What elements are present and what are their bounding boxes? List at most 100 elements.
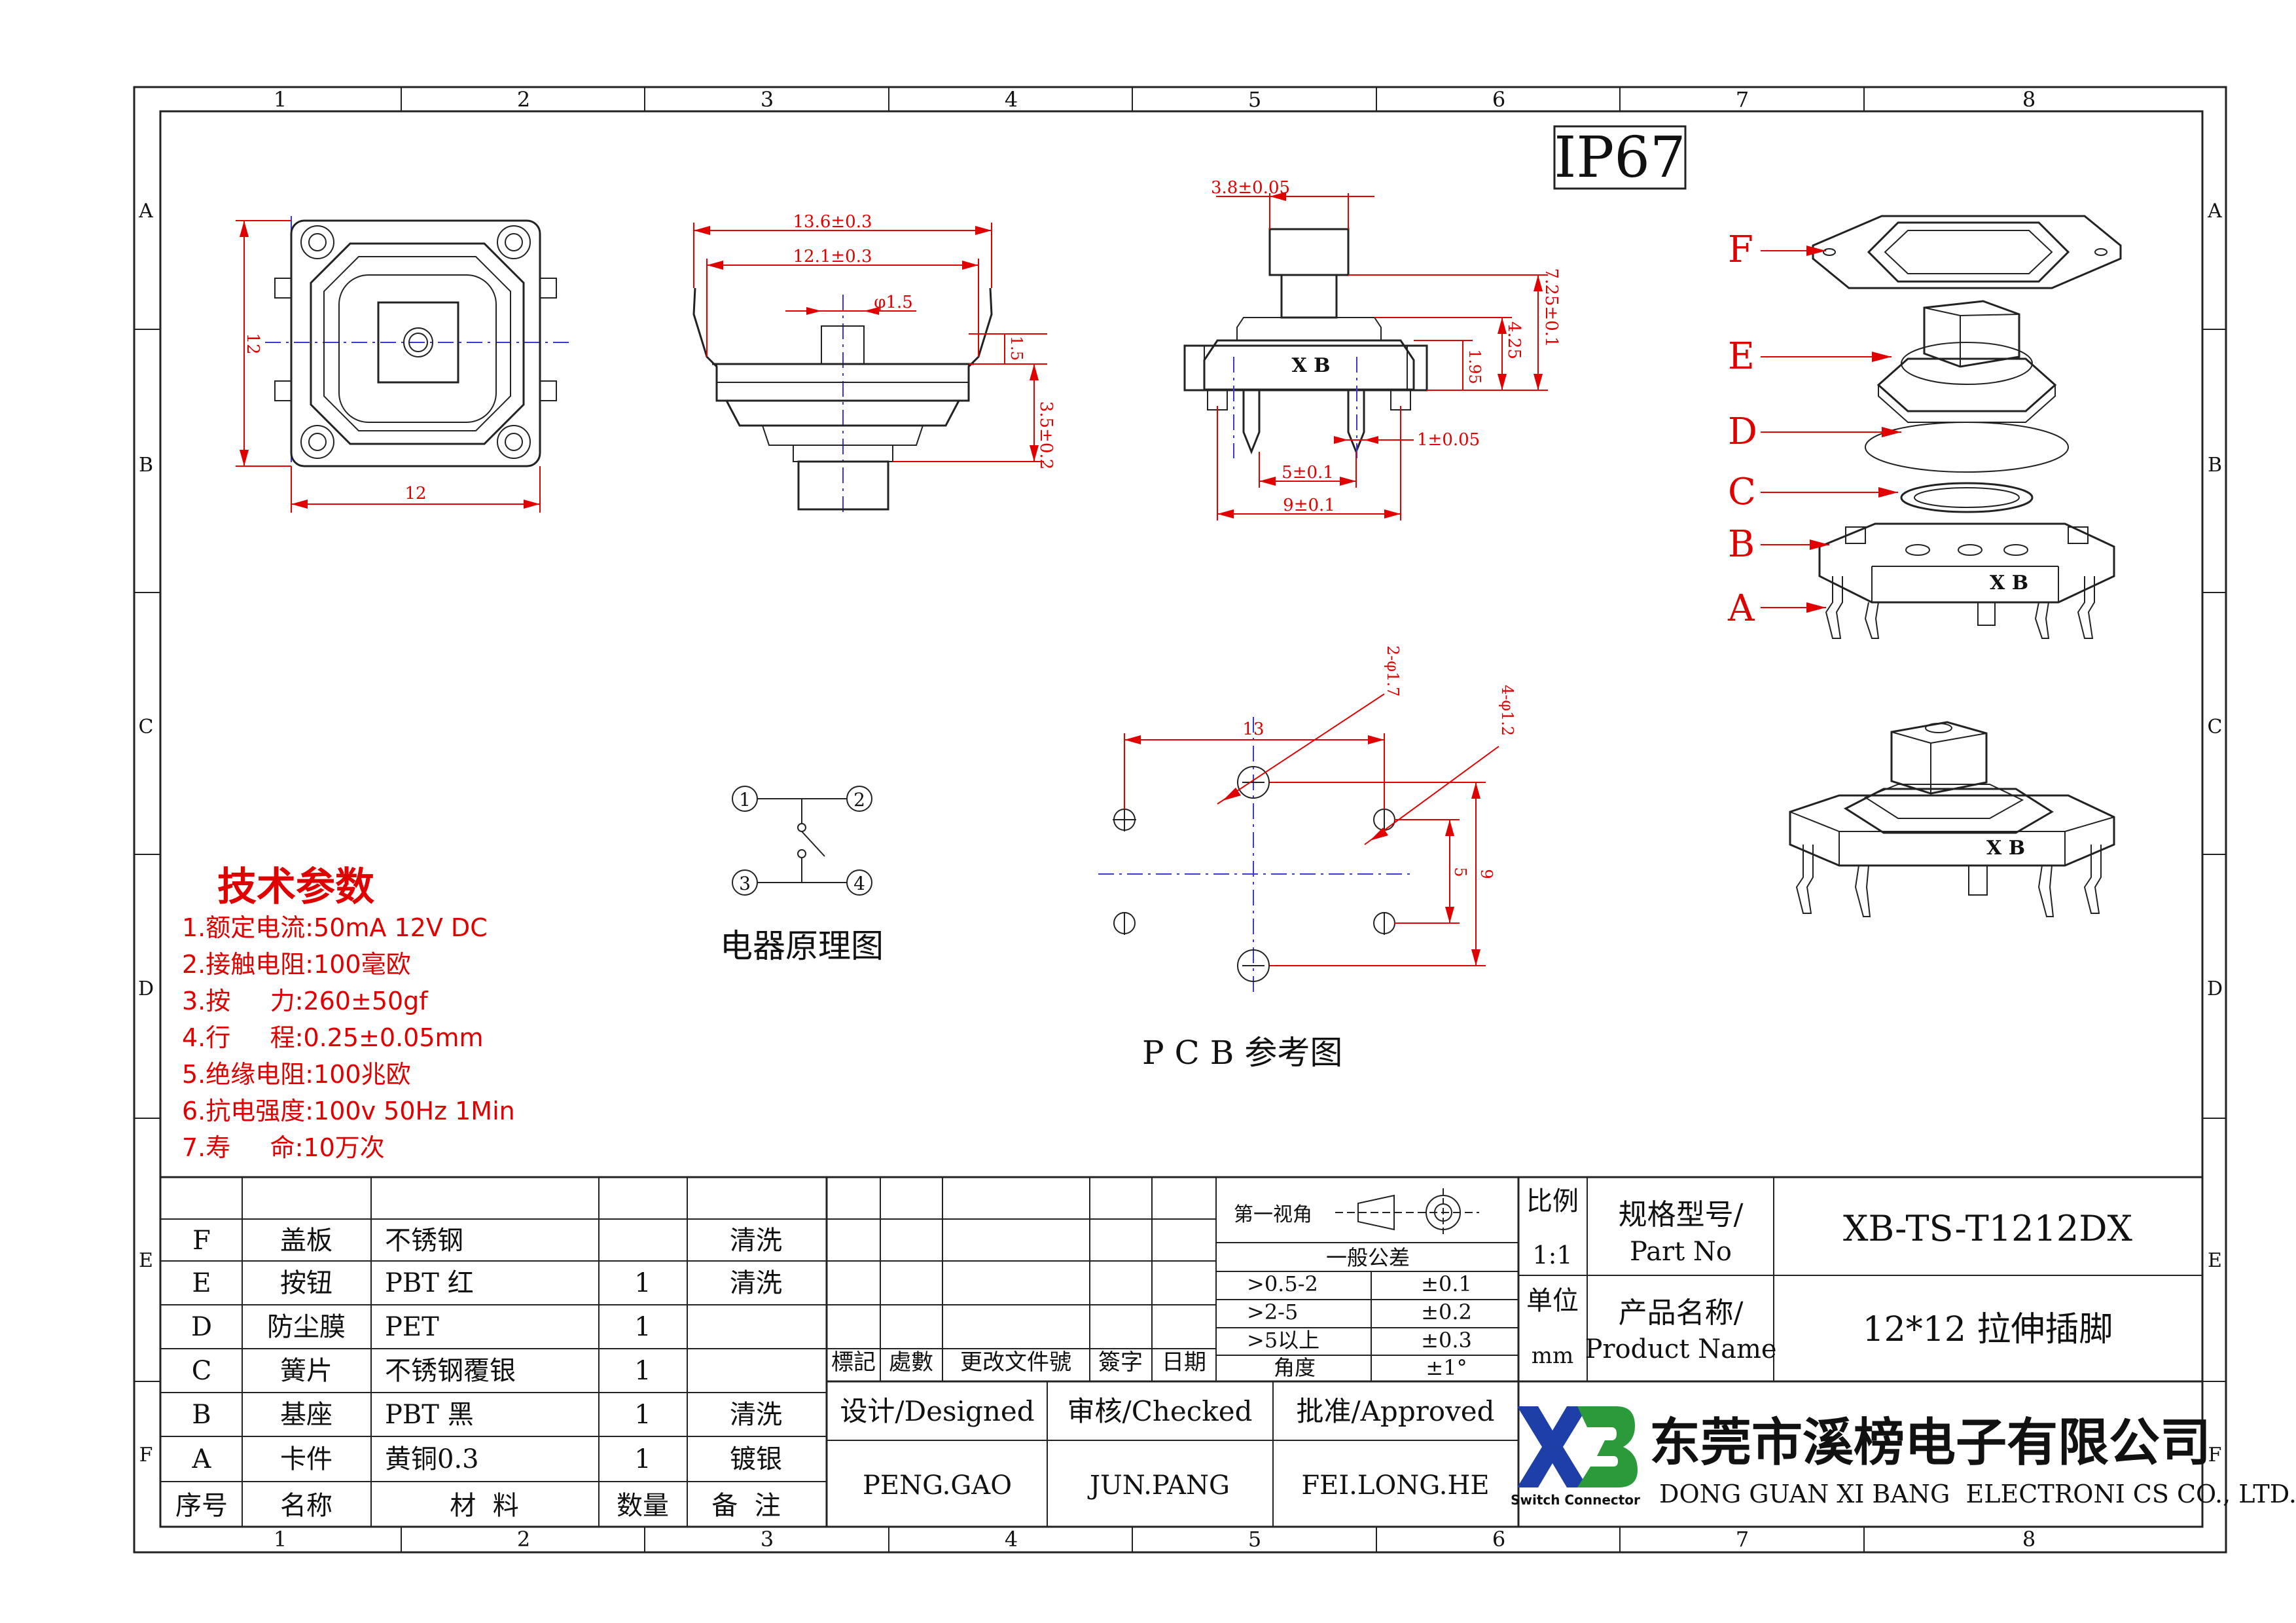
svg-text:E: E xyxy=(192,1268,211,1298)
top-view: 12 12 xyxy=(236,216,573,513)
exploded-label-a: A xyxy=(1727,587,1826,630)
grid-rows-right: A B C D E F xyxy=(2202,200,2226,1467)
ip67-badge: IP67 xyxy=(1553,125,1687,191)
svg-text:卡件: 卡件 xyxy=(280,1444,332,1474)
rev-header-sign: 簽字 xyxy=(1098,1349,1143,1376)
side-dim-5: 5±0.1 xyxy=(1282,463,1334,483)
svg-text:1: 1 xyxy=(634,1312,651,1342)
bom-header-remark: 备 注 xyxy=(711,1491,780,1521)
side-dim-3-8: 3.8±0.05 xyxy=(1211,178,1290,198)
svg-text:D: D xyxy=(191,1312,212,1342)
svg-text:PBT 红: PBT 红 xyxy=(385,1268,474,1298)
designed-label: 设计/Designed xyxy=(840,1395,1034,1427)
grid-row-d: D xyxy=(138,977,154,1000)
grid-row-f-right: F xyxy=(2208,1444,2222,1467)
svg-text:按钮: 按钮 xyxy=(280,1268,332,1298)
spec-item-7: 7.寿 命:10万次 xyxy=(182,1133,385,1162)
grid-col-2-bottom: 2 xyxy=(517,1527,530,1552)
svg-text:基座: 基座 xyxy=(280,1400,332,1430)
svg-text:PBT 黑: PBT 黑 xyxy=(385,1400,474,1430)
schematic: 1 2 3 4 电器原理图 xyxy=(720,786,884,965)
svg-text:PET: PET xyxy=(385,1312,439,1342)
sheet-frame xyxy=(133,86,2227,1554)
grid-row-b: B xyxy=(139,454,153,477)
spec-item-4: 4.行 程:0.25±0.05mm xyxy=(182,1023,484,1052)
pin-2: 2 xyxy=(853,789,865,811)
product-label-en: Product Name xyxy=(1585,1334,1776,1364)
grid-col-4: 4 xyxy=(1005,87,1018,112)
bom-header-material: 材 料 xyxy=(450,1491,518,1521)
side-dim-1: 1±0.05 xyxy=(1417,430,1480,450)
spec-item-2: 2.接触电阻:100毫欧 xyxy=(182,950,411,979)
front-dim-3-5: 3.5±0.2 xyxy=(1036,401,1056,469)
exploded-label-b: B xyxy=(1728,523,1829,566)
grid-col-2: 2 xyxy=(517,87,530,112)
tolerance-title: 一般公差 xyxy=(1326,1245,1410,1270)
grid-col-5: 5 xyxy=(1248,87,1261,112)
svg-text:黄铜0.3: 黄铜0.3 xyxy=(385,1444,479,1474)
spec-item-3: 3.按 力:260±50gf xyxy=(182,987,429,1015)
company-name-cn: 东莞市溪榜电子有限公司 xyxy=(1649,1413,2211,1472)
part-no-value: XB-TS-T1212DX xyxy=(1843,1208,2132,1249)
svg-text:E: E xyxy=(1728,335,1755,378)
unit-label: 单位 xyxy=(1526,1286,1579,1316)
pcb-dim-13: 13 xyxy=(1242,720,1264,739)
front-dim-1-5: 1.5 xyxy=(1007,336,1026,361)
grid-columns-bottom: 1 2 3 4 5 6 7 8 xyxy=(274,1527,2036,1552)
pcb-dim-2phi: 2-φ1.7 xyxy=(1384,646,1402,697)
ip67-text: IP67 xyxy=(1554,125,1685,191)
svg-text:清洗: 清洗 xyxy=(730,1268,782,1298)
tol-value-4: ±1° xyxy=(1426,1355,1467,1380)
rev-header-count: 處數 xyxy=(889,1349,933,1376)
exploded-view: X B F E D C B xyxy=(1727,215,2122,639)
grid-col-6-bottom: 6 xyxy=(1492,1527,1505,1552)
pin-4: 4 xyxy=(853,873,865,894)
grid-rows-left: A B C D E F xyxy=(134,200,160,1467)
front-dim-phi: φ1.5 xyxy=(874,293,913,312)
svg-text:不锈钢覆银: 不锈钢覆银 xyxy=(385,1356,516,1386)
exploded-label-f: F xyxy=(1728,228,1826,271)
specs-title: 技术参数 xyxy=(217,864,374,910)
bom-row-c: C 簧片 不锈钢覆银 1 xyxy=(192,1356,651,1386)
tol-range-4: 角度 xyxy=(1274,1355,1316,1380)
product-label-cn: 产品名称/ xyxy=(1619,1296,1744,1330)
front-view: 13.6±0.3 12.1±0.3 φ1.5 1.5 3.5±0.2 xyxy=(692,212,1056,517)
grid-col-3-bottom: 3 xyxy=(761,1527,774,1552)
svg-text:防尘膜: 防尘膜 xyxy=(267,1312,346,1342)
exploded-label-d: D xyxy=(1728,410,1901,453)
scale-value: 1:1 xyxy=(1532,1241,1572,1269)
bom-header-no: 序号 xyxy=(175,1491,228,1521)
side-dim-9: 9±0.1 xyxy=(1283,496,1335,515)
rev-header-date: 日期 xyxy=(1162,1349,1206,1376)
first-angle-projection-icon xyxy=(1335,1188,1479,1237)
pcb-caption: P C B 参考图 xyxy=(1142,1034,1342,1072)
svg-text:1: 1 xyxy=(634,1356,651,1386)
tol-value-2: ±0.2 xyxy=(1421,1300,1472,1324)
svg-text:镀银: 镀银 xyxy=(730,1444,782,1474)
grid-row-e-right: E xyxy=(2208,1249,2222,1272)
bom-header-name: 名称 xyxy=(280,1491,332,1521)
svg-text:A: A xyxy=(192,1444,212,1474)
svg-text:1: 1 xyxy=(634,1400,651,1430)
top-dim-width: 12 xyxy=(404,484,426,503)
grid-row-f: F xyxy=(139,1444,153,1467)
tol-range-3: >5以上 xyxy=(1247,1328,1319,1353)
revision-block: 標記 處數 更改文件號 簽字 日期 xyxy=(827,1177,1217,1381)
grid-row-a-right: A xyxy=(2207,200,2222,223)
grid-col-4-bottom: 4 xyxy=(1005,1527,1018,1552)
grid-row-b-right: B xyxy=(2208,454,2222,477)
exploded-label-e: E xyxy=(1728,335,1892,378)
grid-row-c-right: C xyxy=(2208,716,2223,739)
part-no-label-cn: 规格型号/ xyxy=(1619,1198,1744,1231)
schematic-caption: 电器原理图 xyxy=(720,927,884,965)
approved-label: 批准/Approved xyxy=(1296,1395,1494,1427)
designed-by: PENG.GAO xyxy=(863,1470,1012,1501)
grid-col-8-bottom: 8 xyxy=(2022,1527,2036,1552)
front-dim-12-1: 12.1±0.3 xyxy=(793,247,872,266)
svg-text:清洗: 清洗 xyxy=(730,1226,782,1256)
grid-col-7: 7 xyxy=(1736,87,1749,112)
svg-text:A: A xyxy=(1727,587,1755,630)
svg-text:B: B xyxy=(192,1400,211,1430)
tol-value-1: ±0.1 xyxy=(1421,1271,1472,1296)
